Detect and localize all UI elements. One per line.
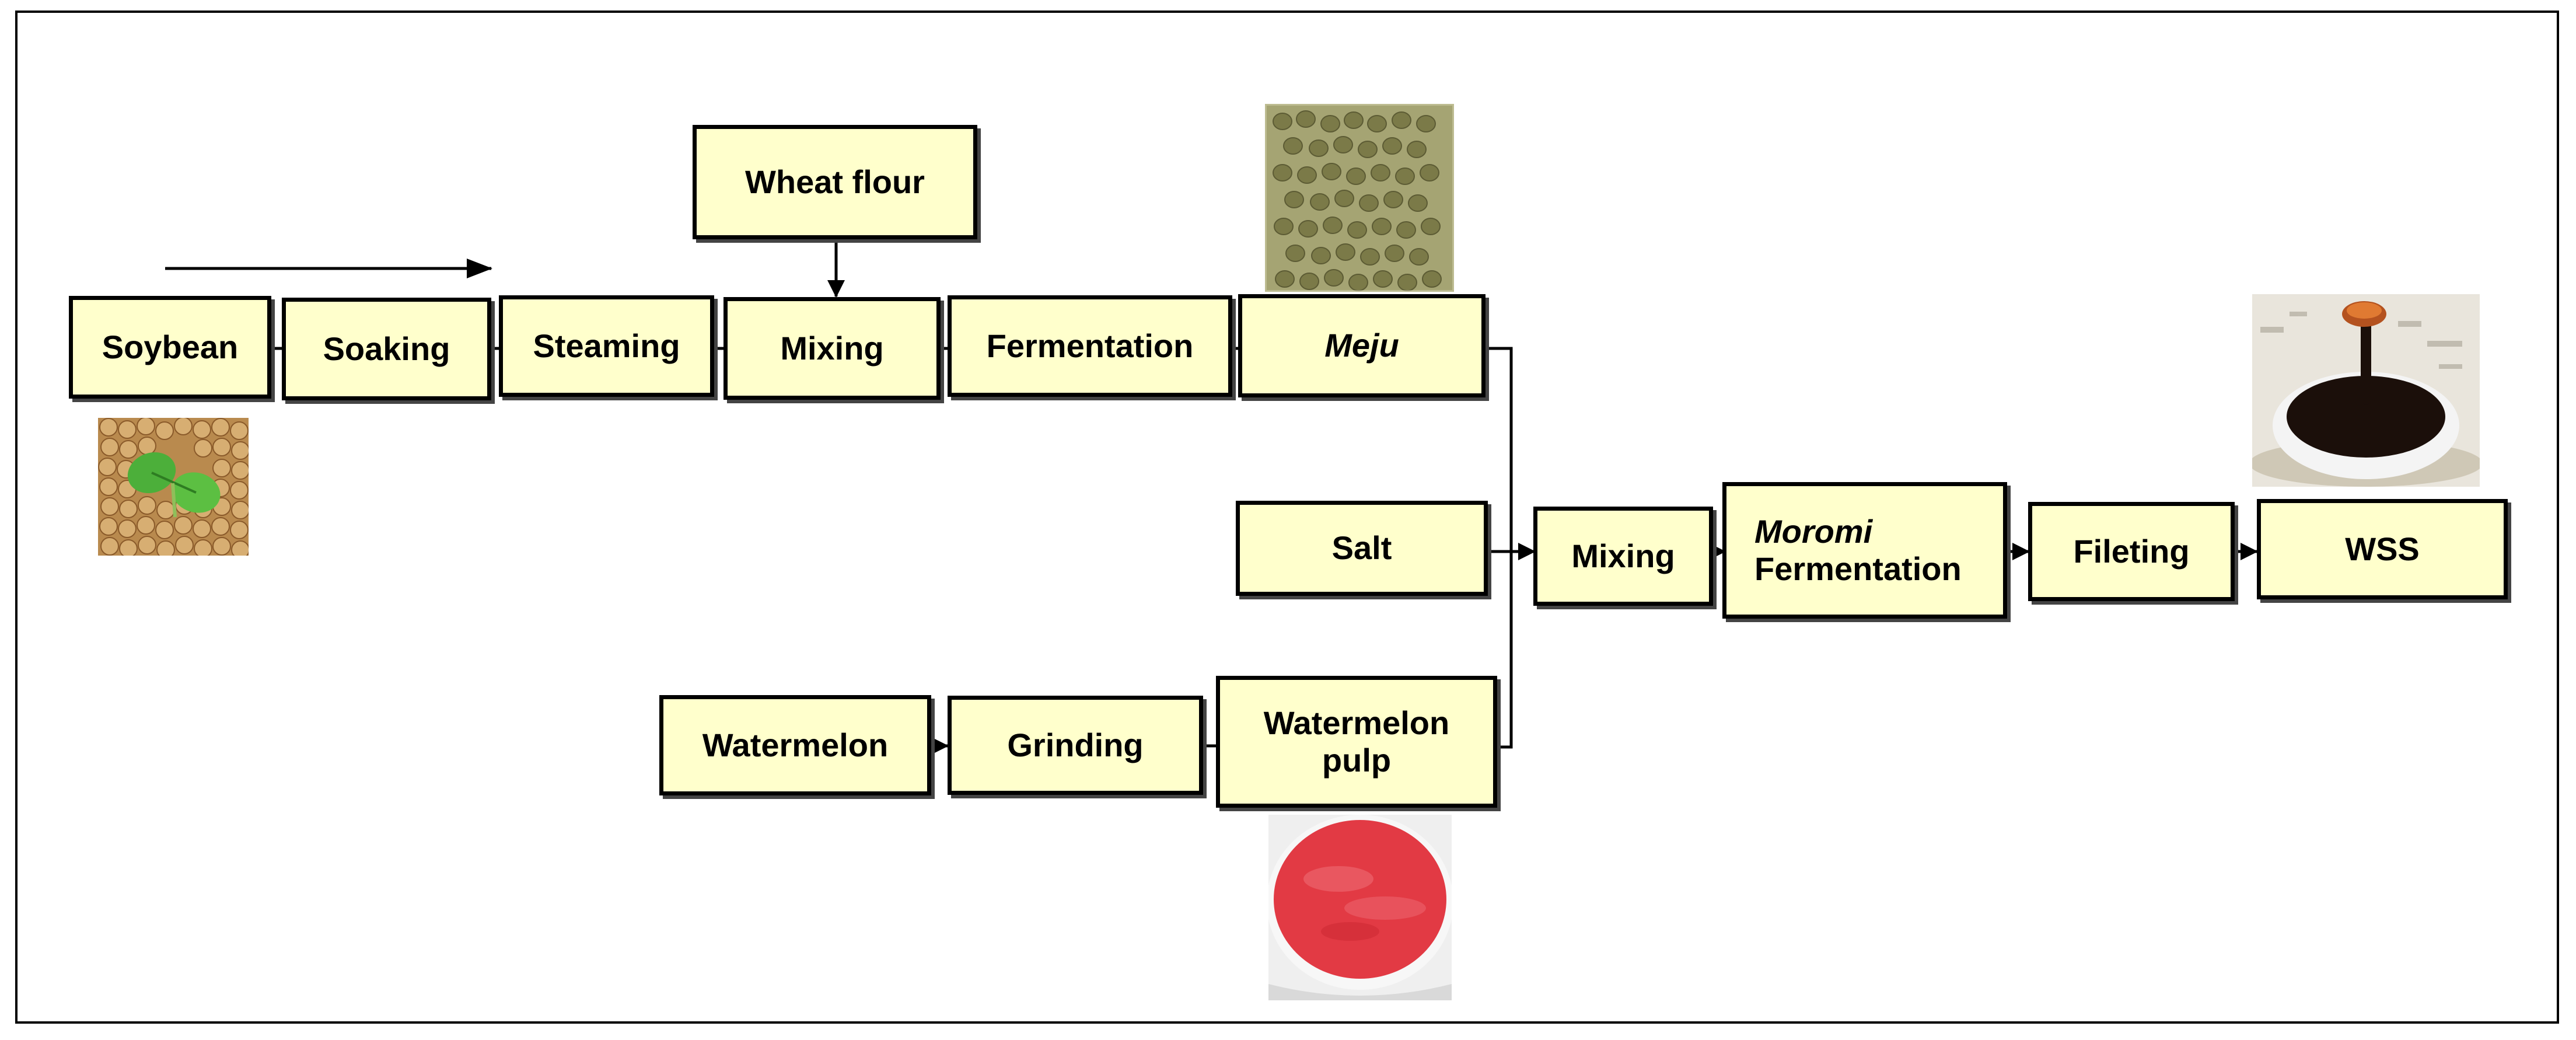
node-soybean: Soybean xyxy=(69,296,271,399)
diagram-frame xyxy=(15,11,2559,1024)
node-label: Steaming xyxy=(533,327,680,364)
node-label: Wheat flour xyxy=(745,163,925,200)
node-label: Salt xyxy=(1331,529,1392,567)
node-label-fermentation: Fermentation xyxy=(1754,550,1962,587)
node-moromi-fermentation: Moromi Fermentation xyxy=(1722,482,2007,619)
node-fermentation: Fermentation xyxy=(948,295,1232,397)
node-label: Soybean xyxy=(102,328,239,365)
meju-photo xyxy=(1265,104,1454,292)
node-wheat-flour: Wheat flour xyxy=(693,125,977,239)
node-grinding: Grinding xyxy=(948,696,1203,795)
node-mixing: Mixing xyxy=(723,297,941,400)
node-label: Watermelon xyxy=(702,726,889,763)
node-mixing-2: Mixing xyxy=(1533,507,1713,606)
watermelon-pulp-photo xyxy=(1268,815,1452,1000)
node-label: Meju xyxy=(1324,327,1399,364)
node-salt: Salt xyxy=(1236,501,1488,596)
node-label: WSS xyxy=(2345,530,2420,567)
node-fileting: Fileting xyxy=(2028,502,2235,601)
node-watermelon-pulp: Watermelon pulp xyxy=(1216,676,1497,808)
node-label-line1: Watermelon xyxy=(1263,704,1450,741)
node-label: Fileting xyxy=(2073,532,2190,570)
node-steaming: Steaming xyxy=(499,295,714,397)
node-wss: WSS xyxy=(2257,499,2508,599)
node-label: Grinding xyxy=(1007,726,1144,763)
soybean-photo xyxy=(98,418,249,556)
node-label: Mixing xyxy=(780,329,884,367)
node-watermelon: Watermelon xyxy=(659,695,931,795)
node-label: Fermentation xyxy=(986,327,1194,364)
node-label-moromi: Moromi xyxy=(1754,512,1873,550)
node-label-line2: pulp xyxy=(1322,742,1392,779)
node-soaking: Soaking xyxy=(282,298,491,400)
node-label: Mixing xyxy=(1571,537,1675,574)
node-label: Soaking xyxy=(323,330,450,367)
soy-sauce-photo xyxy=(2252,294,2480,487)
node-meju: Meju xyxy=(1238,294,1486,397)
